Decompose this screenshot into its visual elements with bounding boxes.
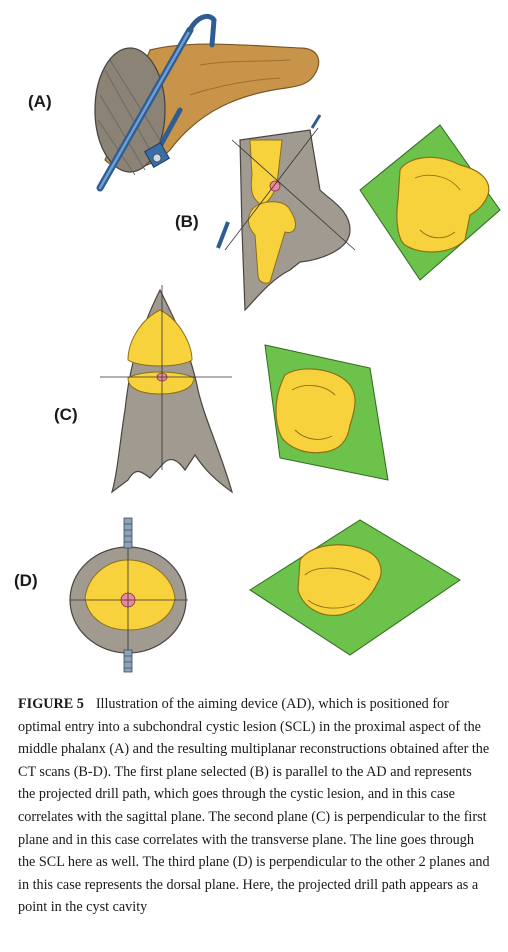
panel-b-plane xyxy=(359,124,501,281)
caption-text: Illustration of the aiming device (AD), … xyxy=(18,696,490,916)
figure-illustration xyxy=(69,13,501,673)
panel-a-label: (A) xyxy=(28,92,52,111)
panel-c-label: (C) xyxy=(54,405,78,424)
panel-d-plane xyxy=(249,519,461,656)
panel-c-plane xyxy=(264,344,389,481)
panel-d-label: (D) xyxy=(14,571,38,590)
panel-d-drawing xyxy=(69,517,188,673)
panel-b-drawing xyxy=(216,114,356,312)
figure-number: FIGURE 5 xyxy=(18,696,84,712)
panel-c-drawing xyxy=(100,285,234,494)
panel-b-label: (B) xyxy=(175,212,199,231)
panel-a-drawing xyxy=(94,13,320,192)
